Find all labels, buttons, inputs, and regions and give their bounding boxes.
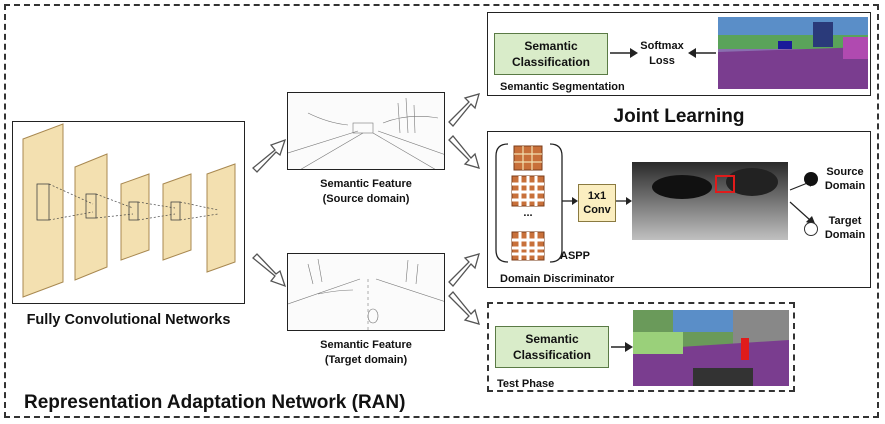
aspp-kernel-2	[511, 175, 545, 207]
source-feature-label: Semantic Feature (Source domain)	[287, 177, 445, 207]
target-edge-sketch	[288, 258, 444, 330]
fcn-layer-4	[162, 173, 192, 261]
fcn-arrows	[252, 138, 287, 288]
test-arrow-icon	[611, 342, 633, 352]
kernel-4	[170, 201, 181, 221]
kernel-1	[36, 183, 50, 221]
target-feature-label: Semantic Feature (Target domain)	[287, 338, 445, 368]
aspp-label: ASPP	[560, 250, 590, 262]
source-feature-title: Semantic Feature	[320, 178, 412, 190]
source-feature-domain: (Source domain)	[322, 193, 410, 205]
discriminator-map-render	[632, 162, 788, 240]
source-feature-map	[287, 92, 445, 170]
arrow-to-discriminator-src-icon	[448, 135, 480, 169]
target-feature-map	[287, 253, 445, 331]
arrow-to-target-icon	[252, 253, 287, 288]
conv-arrow-icon	[616, 197, 632, 205]
seg-classifier-line1: Semantic	[524, 39, 578, 53]
ran-frame	[4, 4, 879, 418]
fcn-layer-5	[206, 163, 236, 273]
arrow-to-discriminator-tgt-icon	[448, 253, 480, 287]
seg-caption: Semantic Segmentation	[500, 81, 625, 93]
aspp-kernel-1	[513, 145, 543, 171]
softmax-loss: Softmax Loss	[636, 39, 688, 69]
kernel-3	[128, 201, 139, 221]
source-domain-line1: Source	[826, 166, 864, 178]
aspp-ellipsis: ...	[523, 207, 533, 219]
source-domain-dot	[804, 172, 818, 186]
conv-line1: 1x1	[587, 190, 607, 202]
target-domain-label: Target Domain	[820, 214, 870, 242]
arrow-to-source-icon	[252, 138, 287, 173]
arrow-to-segmentation-icon	[448, 93, 480, 127]
fcn-layer-3	[120, 173, 150, 261]
fcn-layer-2	[74, 153, 108, 281]
fcn-layers	[22, 123, 236, 298]
seg-output-render	[718, 17, 868, 89]
target-domain-dot	[804, 222, 818, 236]
fcn-box	[12, 121, 245, 304]
feature-arrows	[448, 93, 480, 325]
source-edge-sketch	[288, 97, 444, 169]
aspp-kernel-3	[511, 231, 545, 261]
test-caption: Test Phase	[497, 378, 555, 390]
seg-output-image	[718, 17, 868, 89]
target-feature-domain: (Target domain)	[324, 354, 408, 366]
test-classifier-line1: Semantic	[525, 332, 579, 346]
aspp-block	[495, 143, 563, 263]
seg-arrow-icon	[610, 48, 638, 58]
joint-learning-title: Joint Learning	[613, 106, 745, 127]
seg-back-arrow-icon	[688, 48, 716, 58]
kernel-2	[85, 193, 97, 219]
test-classifier-line2: Classification	[512, 348, 592, 362]
test-output-render	[633, 310, 789, 386]
source-domain-line2: Domain	[824, 180, 866, 192]
fcn-label: Fully Convolutional Networks	[26, 312, 231, 328]
discriminator-map	[632, 162, 788, 240]
source-domain-label: Source Domain	[820, 165, 870, 193]
target-domain-line1: Target	[828, 215, 862, 227]
main-title: Representation Adaptation Network (RAN)	[24, 392, 406, 413]
arrow-to-test-icon	[448, 291, 480, 325]
target-feature-title: Semantic Feature	[320, 339, 412, 351]
seg-classifier-line2: Classification	[511, 55, 591, 69]
discriminator-caption: Domain Discriminator	[500, 273, 615, 285]
conv-line2: Conv	[583, 204, 611, 216]
test-output-image	[633, 310, 789, 386]
fcn-layer-1	[22, 123, 64, 298]
softmax-line1: Softmax	[640, 40, 684, 52]
aspp-arrow-icon	[562, 197, 578, 205]
target-domain-line2: Domain	[824, 229, 866, 241]
softmax-line2: Loss	[649, 55, 675, 67]
red-patch-marker	[715, 175, 735, 193]
